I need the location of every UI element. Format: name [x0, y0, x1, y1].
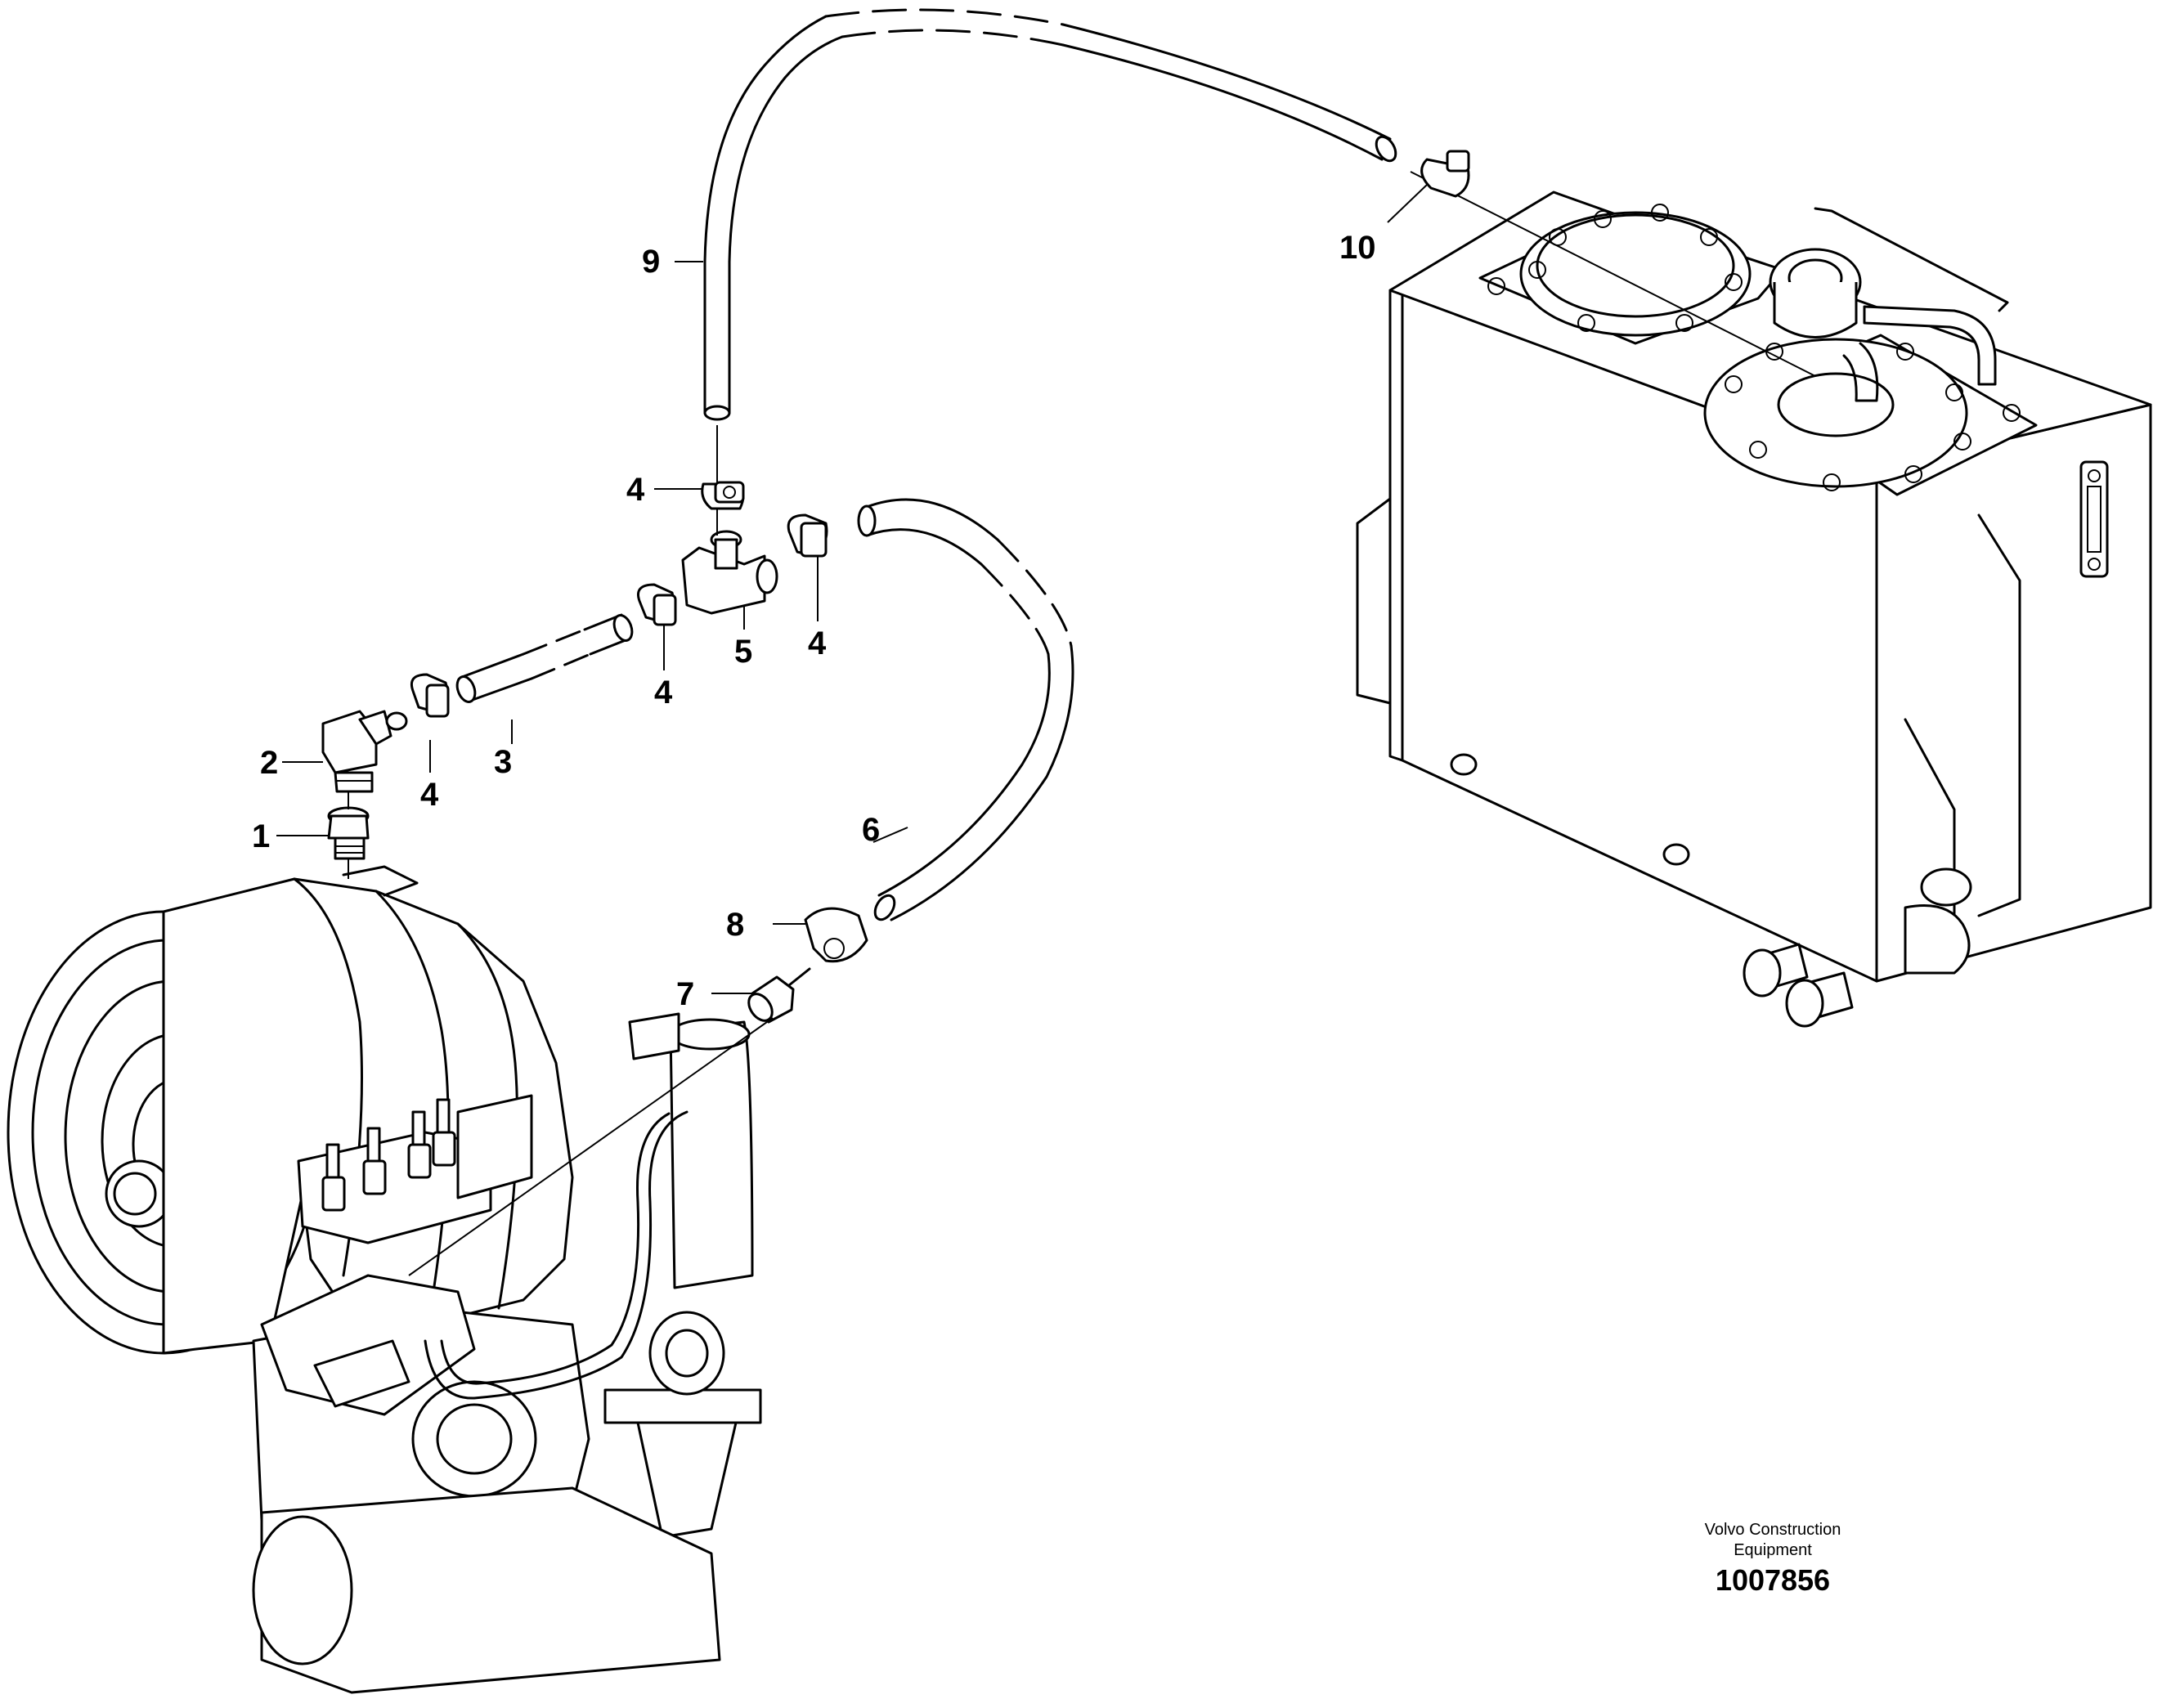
- callout-4-left: 4: [420, 777, 439, 813]
- hose-clamp-10: [1420, 150, 1470, 198]
- callout-10: 10: [1339, 230, 1376, 266]
- adapter-nipple-1: [327, 791, 370, 879]
- hose-6: [857, 498, 1074, 921]
- elbow-fitting-2: [321, 710, 408, 793]
- callout-7: 7: [676, 976, 694, 1012]
- publisher-line-1: Volvo Construction: [1705, 1521, 1841, 1539]
- solenoid-connectors: [321, 1098, 456, 1212]
- cover-bolts: [1487, 204, 2021, 491]
- callout-1: 1: [252, 818, 270, 854]
- callout-8: 8: [726, 907, 744, 943]
- callout-3: 3: [494, 744, 512, 780]
- hose-clamp-8: [804, 907, 868, 963]
- routing-line: [1410, 171, 1816, 377]
- callout-2: 2: [260, 745, 278, 781]
- hose-9: [703, 8, 1397, 421]
- hose-clamp-4-left: [410, 673, 450, 718]
- hydraulic-tank: [1356, 191, 2152, 1028]
- publisher-line-2: Equipment: [1734, 1541, 1812, 1559]
- tee-fitting-5: [681, 530, 778, 615]
- callout-leaders: [276, 184, 1428, 994]
- transmission: [7, 865, 762, 1694]
- callout-6: 6: [862, 812, 880, 848]
- hose-clamp-4-top: [701, 481, 745, 510]
- hose-3: [455, 613, 634, 703]
- hose-clamp-4-middle: [637, 583, 677, 626]
- callout-4-right: 4: [808, 625, 827, 661]
- callout-9: 9: [642, 244, 660, 280]
- hose-clamp-4-right: [787, 513, 828, 558]
- document-number: 1007856: [1716, 1563, 1830, 1597]
- callout-4-top: 4: [626, 472, 645, 508]
- hose-fitting-7: [408, 967, 811, 1276]
- callout-5: 5: [734, 634, 752, 670]
- callout-4-middle: 4: [654, 675, 673, 711]
